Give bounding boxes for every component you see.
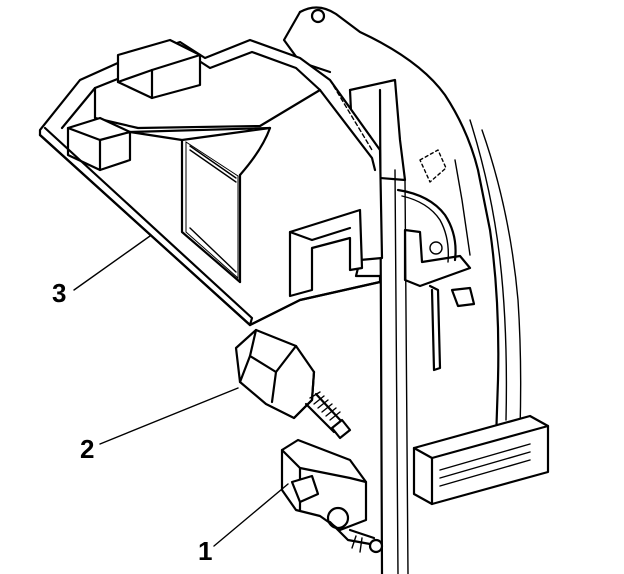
- callout-3: 3: [52, 278, 66, 308]
- leader-line-2: [99, 387, 239, 445]
- connector-bracket: [280, 438, 384, 554]
- callout-2: 2: [80, 434, 94, 464]
- callout-1: 1: [198, 536, 212, 566]
- trim-panel: [412, 414, 550, 506]
- leader-lines: [73, 235, 289, 547]
- module-housing: [38, 38, 384, 327]
- leader-line-3: [73, 235, 151, 291]
- switch-component: [234, 328, 352, 440]
- leader-line-1: [213, 483, 289, 547]
